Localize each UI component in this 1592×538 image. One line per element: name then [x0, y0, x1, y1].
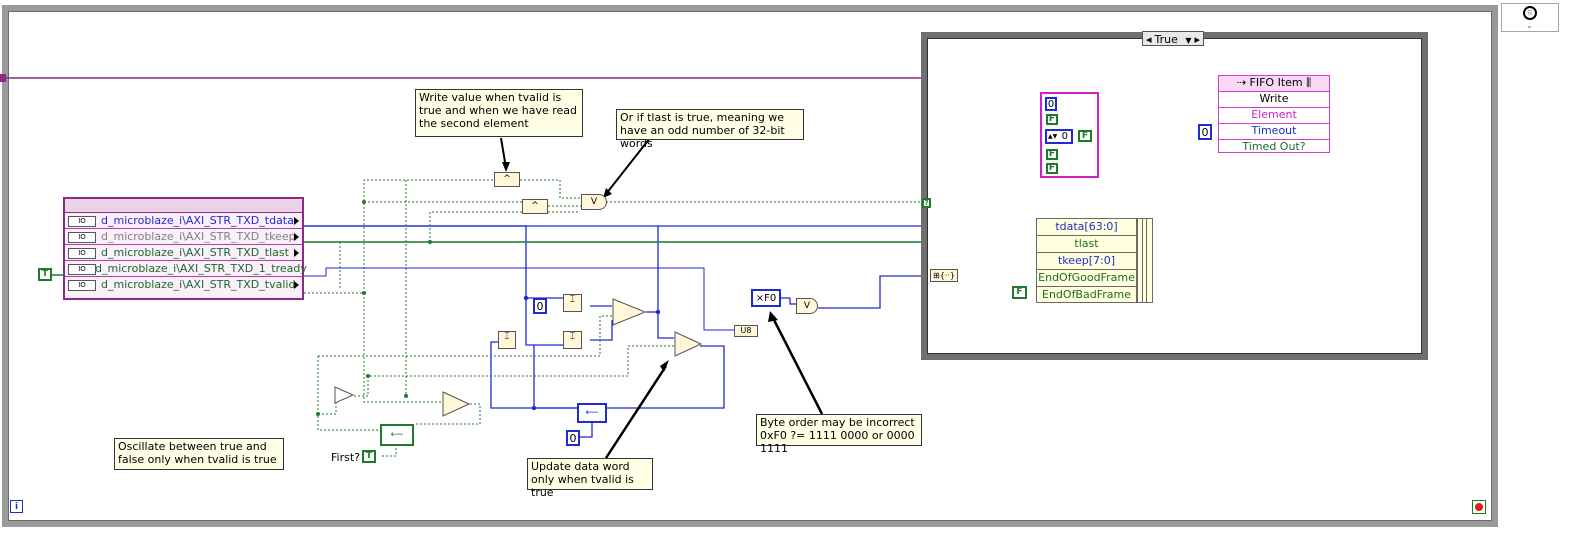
split-icon: ⌶ [569, 332, 576, 342]
note-oscillate: Oscillate between true and false only wh… [114, 438, 284, 470]
bundle-row-tkeep[interactable]: tkeep[7:0] [1037, 253, 1136, 270]
zero-constant-d[interactable]: 0 [1045, 97, 1057, 111]
feedback-node-bool[interactable]: ⟵ [380, 424, 414, 446]
case-selector[interactable]: ◂ True ▼ ▸ [1142, 31, 1204, 46]
fifo-write-node[interactable]: ⇢ FIFO Item ⫼ Write Element Timeout Time… [1218, 75, 1330, 153]
first-true-constant[interactable]: T [362, 450, 376, 463]
fifo-row-element[interactable]: Element [1219, 108, 1329, 124]
io-node-icon: IO [68, 216, 96, 227]
shift-register-left-icon [0, 74, 6, 82]
false-constant-4[interactable]: F [1046, 163, 1058, 174]
zero-constant-timeout[interactable]: 0 [1198, 124, 1212, 140]
chevron-down-icon[interactable]: ▼ [1185, 36, 1192, 45]
stop-terminal[interactable] [1472, 500, 1486, 514]
note-write-value: Write value when tvalid is true and when… [415, 89, 583, 137]
case-bool-tunnel: ? [922, 198, 931, 208]
numeric-control[interactable]: ▲▼0 [1045, 129, 1073, 144]
or-gate-2[interactable]: V [796, 298, 818, 314]
cluster-constant[interactable]: 0 F ▲▼0 F F F [1040, 92, 1099, 178]
io-node-icon: IO [68, 280, 96, 291]
fifo-row-write[interactable]: Write [1219, 92, 1329, 108]
join-node[interactable]: ⊞{··} [930, 269, 958, 282]
selector-left-icon[interactable]: ◂ [1146, 33, 1152, 46]
note-byte-order: Byte order may be incorrect 0xF0 ?= 1111… [756, 414, 922, 455]
split-node-2[interactable]: ⌶ [563, 331, 582, 349]
hex-constant[interactable]: ×F0 [751, 289, 781, 307]
fifo-title: ⇢ FIFO Item ⫼ [1219, 76, 1329, 92]
true-constant[interactable]: T [38, 268, 52, 281]
zero-constant-b[interactable]: 0 [566, 430, 580, 446]
note-update: Update data word only when tvalid is tru… [527, 458, 653, 499]
select-node-3[interactable] [442, 391, 470, 417]
note-tlast: Or if tlast is true, meaning we have an … [616, 109, 804, 150]
false-constant-2[interactable]: F [1078, 130, 1092, 142]
not-gate[interactable] [334, 386, 354, 404]
bundle-row-tdata[interactable]: tdata[63:0] [1037, 219, 1136, 236]
fifo-row-timeout[interactable]: Timeout [1219, 124, 1329, 140]
first-label: First? [331, 451, 360, 464]
and-gate-1[interactable]: ^ [494, 172, 520, 187]
stepper-icon[interactable]: ▲▼ [1048, 133, 1058, 140]
stop-icon [1475, 503, 1483, 511]
io-node-icon: IO [68, 264, 96, 275]
or-gate-1[interactable]: V [581, 194, 607, 210]
io-node-icon: IO [68, 248, 96, 259]
split-icon: ⌶ [569, 295, 576, 305]
feedback-arrow-icon: ⟵ [585, 408, 599, 418]
iteration-terminal[interactable]: i [10, 500, 23, 513]
fifo-row-timed-out[interactable]: Timed Out? [1242, 140, 1306, 153]
bundle-input-strip [1137, 218, 1153, 303]
feedback-node-data[interactable]: ⟵ [577, 403, 607, 423]
false-constant-bad-frame[interactable]: F [1012, 286, 1027, 299]
u8-conversion[interactable]: U8 [734, 325, 758, 337]
fifo-bars-icon: ⫼ [1306, 76, 1312, 89]
fifo-icon: ⇢ [1236, 76, 1247, 89]
bundle-row-tlast[interactable]: tlast [1037, 236, 1136, 253]
bundle-row-endofbadframe[interactable]: EndOfBadFrame [1042, 288, 1131, 301]
chevron-down-icon[interactable]: ⌄ [1526, 21, 1533, 30]
select-node-2[interactable] [674, 331, 702, 357]
selector-right-icon[interactable]: ▸ [1194, 33, 1200, 46]
case-structure [921, 32, 1428, 360]
right-palette[interactable]: ⁝⁝ ⌄ [1501, 3, 1559, 32]
zero-constant-a[interactable]: 0 [533, 298, 547, 314]
select-node-1[interactable] [612, 298, 646, 326]
false-constant-1[interactable]: F [1046, 114, 1058, 125]
bundle-by-name-node[interactable]: tdata[63:0] tlast tkeep[7:0] EndOfGoodFr… [1036, 218, 1137, 303]
split-node-1[interactable]: ⌶ [563, 294, 582, 312]
io-node-icon: IO [68, 232, 96, 243]
bundle-row-endofgoodframe[interactable]: EndOfGoodFrame [1037, 270, 1136, 287]
false-constant-3[interactable]: F [1046, 149, 1058, 160]
split-node-3[interactable]: ⌶ [498, 331, 516, 349]
split-icon: ⌶ [504, 332, 510, 342]
feedback-arrow-icon: ⟵ [390, 430, 404, 440]
connector-icon[interactable]: ⁝⁝ [1523, 6, 1537, 20]
tdata-wire [304, 225, 565, 299]
and-gate-2[interactable]: ^ [522, 199, 548, 214]
